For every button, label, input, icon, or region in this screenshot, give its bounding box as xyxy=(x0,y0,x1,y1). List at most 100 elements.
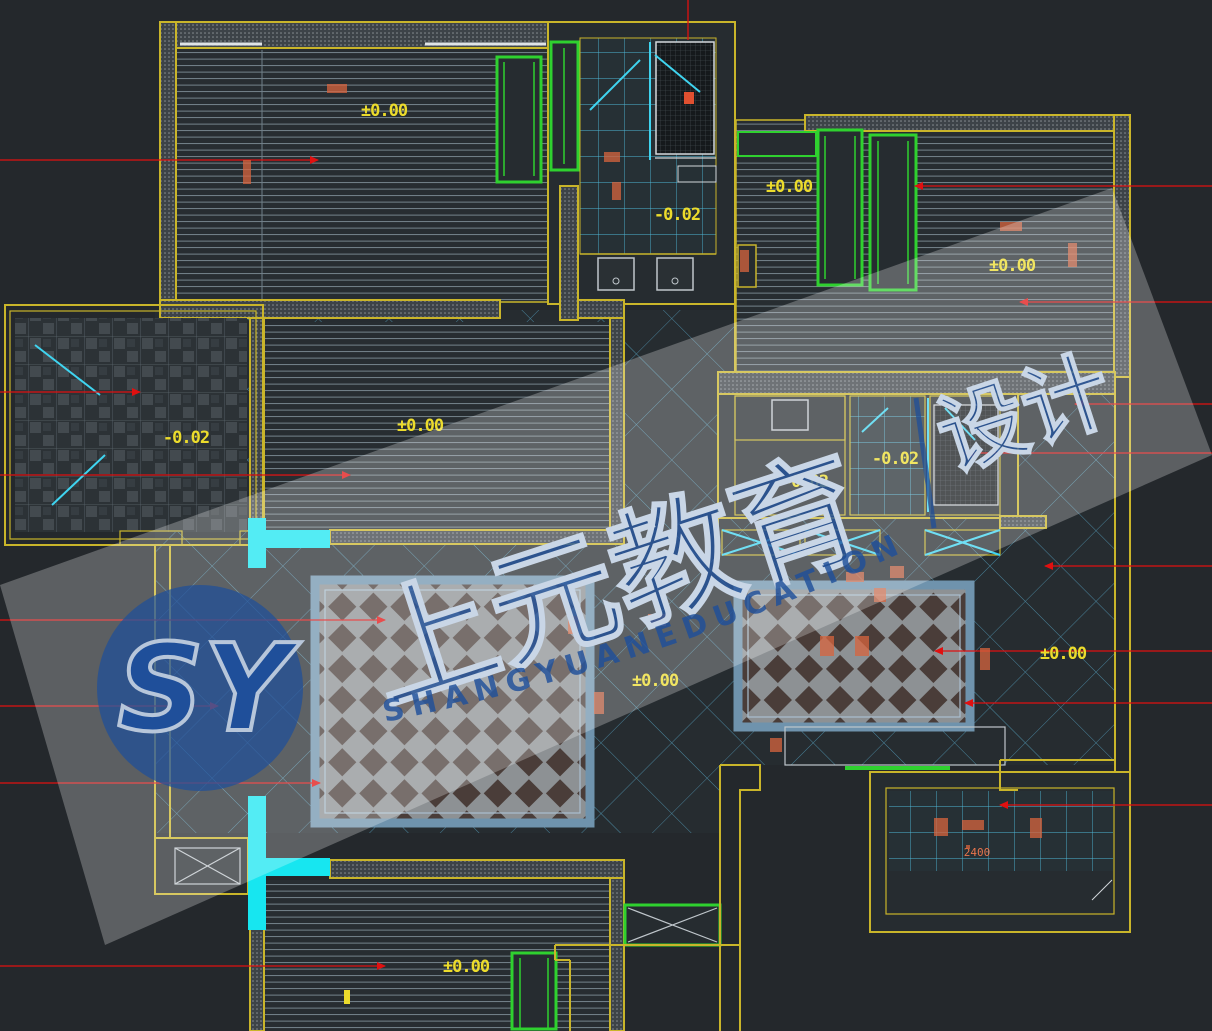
cross-line xyxy=(174,847,241,885)
watermark-logo: SY xyxy=(97,585,304,791)
floor-boards xyxy=(735,119,1117,375)
elevation-label: ±0.00 xyxy=(397,416,444,436)
wall-line xyxy=(623,944,740,1031)
tv-console xyxy=(784,726,1006,766)
dimension-tag xyxy=(740,250,749,272)
dimension-tag xyxy=(594,692,604,714)
cross-box-icon xyxy=(721,529,801,556)
sink-drain xyxy=(612,277,620,285)
dimension-tag xyxy=(1000,222,1022,231)
dimension-tag xyxy=(980,648,990,670)
elevation-label: ±0.00 xyxy=(1040,644,1087,664)
entry-left xyxy=(154,837,249,895)
elevation-label: -0.02 xyxy=(654,205,700,225)
sink-icon xyxy=(656,257,694,291)
balcony-tile-floor xyxy=(15,318,247,532)
wardrobe-niche xyxy=(737,131,817,157)
dimension-tag xyxy=(1030,818,1042,838)
sink-drain xyxy=(671,277,679,285)
sink-icon xyxy=(771,399,809,431)
elevation-label: -0.02 xyxy=(872,449,918,469)
elevation-label: ±0.00 xyxy=(766,177,813,197)
cross-box-icon xyxy=(924,529,1001,556)
wall-line xyxy=(717,300,736,545)
dimension-tag xyxy=(648,614,666,626)
dimension-tag xyxy=(1068,243,1077,267)
dimension-tag xyxy=(966,845,970,849)
marker xyxy=(344,990,350,1004)
wall-line xyxy=(719,764,761,1031)
column-part xyxy=(248,858,330,876)
wall-top xyxy=(329,859,625,879)
rug-border xyxy=(747,594,961,718)
dimension-tag xyxy=(604,152,620,162)
dimension-line xyxy=(51,454,106,506)
elevation-label: ±0.00 xyxy=(443,957,490,977)
cross-line xyxy=(627,907,718,943)
structural-column xyxy=(248,518,330,568)
watermark-divider xyxy=(913,397,937,529)
compartment-upper xyxy=(734,395,846,441)
compartment xyxy=(929,395,1001,516)
sill xyxy=(119,530,183,546)
wall-line xyxy=(1114,377,1131,772)
wall-stub xyxy=(577,299,625,319)
dimension-tag xyxy=(934,818,948,836)
elevation-label: ±0.00 xyxy=(361,101,408,121)
dimension-tag xyxy=(962,820,984,830)
bedroom-bottom xyxy=(249,859,722,1031)
elevation-label: -0.02 xyxy=(163,428,209,448)
room-tile-floor xyxy=(889,791,1113,871)
wall-stub xyxy=(559,185,579,321)
wall-right xyxy=(1113,114,1131,378)
elevation-label: ±0.00 xyxy=(989,256,1036,276)
dimension-tag xyxy=(327,84,347,93)
elevation-label: ±0.00 xyxy=(632,671,679,691)
structural-column xyxy=(248,796,330,930)
shower-drain xyxy=(684,92,694,104)
floor-boards xyxy=(265,880,610,1031)
wall-line xyxy=(999,759,1115,791)
wardrobe xyxy=(510,951,558,1031)
room-lower-right: 2400 xyxy=(869,771,1131,933)
dimension-label: 2400 xyxy=(964,846,991,859)
dimension-tag xyxy=(846,572,864,582)
dimension-tag xyxy=(612,182,621,200)
watermark: SY 上元教育 设计 SHANGYUANEDUCATION xyxy=(0,188,1212,945)
compartment xyxy=(849,395,926,516)
cross-line xyxy=(721,529,801,556)
rug-right xyxy=(733,580,1006,770)
dimension-line xyxy=(654,54,701,93)
dimension-line xyxy=(589,59,641,111)
logo-circle xyxy=(97,585,303,791)
dimension-tag xyxy=(243,160,251,184)
cross-line xyxy=(804,529,881,556)
watermark-band xyxy=(0,188,1212,945)
balcony-inner-wall xyxy=(9,310,257,540)
wardrobes-top xyxy=(495,40,580,184)
wall-bottom xyxy=(159,299,501,319)
elevation-labels: ±0.00 ±0.00 -0.02 ±0.00 ±0.00 -0.02 -0.0… xyxy=(163,101,1088,977)
dimension-tag xyxy=(855,636,869,656)
cross-line xyxy=(924,529,1001,556)
floor-drain-box xyxy=(677,165,717,183)
balcony-left xyxy=(4,304,264,546)
column-part xyxy=(248,530,330,548)
wall-stub xyxy=(999,515,1047,529)
rug-border xyxy=(324,589,581,814)
sink-icon xyxy=(597,257,635,291)
dimension-tag xyxy=(770,738,782,752)
dimension-line xyxy=(34,344,101,396)
dimension-tag xyxy=(568,616,578,634)
wall-line xyxy=(554,944,625,1031)
floor-boards xyxy=(265,322,610,532)
door-swing xyxy=(1091,879,1113,901)
dimension-tag xyxy=(874,588,886,602)
dimension-line xyxy=(944,407,976,441)
bedroom-middle xyxy=(249,317,625,545)
wall-left xyxy=(159,21,177,319)
dimension-line xyxy=(861,407,889,433)
dimension-tag xyxy=(890,566,904,578)
dimension-tags xyxy=(243,84,1077,849)
